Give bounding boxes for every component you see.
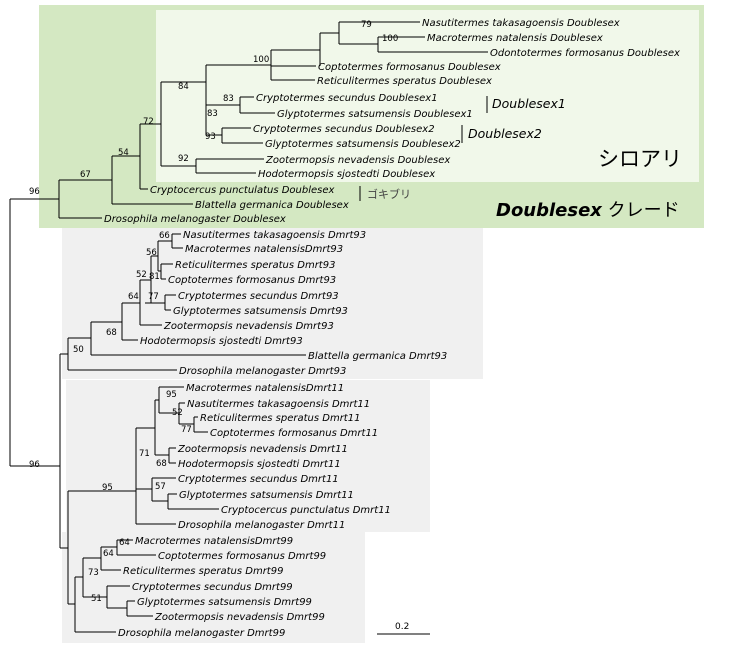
support-value: 83	[207, 109, 218, 119]
support-value: 57	[155, 482, 166, 492]
leaf-label: Coptotermes formosanus Dmrt11	[210, 428, 378, 439]
leaf-label: Nasutitermes takasagoensis Dmrt93	[183, 230, 366, 241]
leaf-label: Macrotermes natalensisDmrt99	[135, 536, 293, 547]
leaf-label: Macrotermes natalensis Doublesex	[427, 33, 603, 44]
doublesex-branches	[10, 21, 488, 219]
support-value: 66	[159, 231, 170, 241]
scale-bar: 0.2	[377, 622, 430, 635]
leaf-label: Odontotermes formosanus Doublesex	[490, 48, 680, 59]
support-value: 71	[139, 449, 150, 459]
annotations: Doublesex1 Doublesex2 ゴキブリ シロアリ Doublese…	[359, 96, 682, 221]
support-value: 96	[29, 187, 40, 197]
leaf-label: Macrotermes natalensisDmrt93	[185, 244, 343, 255]
termite-label: シロアリ	[598, 147, 682, 171]
leaf-label: Glyptotermes satsumensis Dmrt99	[137, 597, 312, 608]
support-value: 50	[73, 345, 84, 355]
termite-subpanel	[156, 10, 699, 182]
support-value: 68	[106, 328, 117, 338]
support-value: 93	[205, 132, 216, 142]
leaf-label: Nasutitermes takasagoensis Doublesex	[422, 18, 620, 29]
leaf-label: Glyptotermes satsumensis Dmrt11	[179, 490, 354, 501]
support-value: 67	[80, 170, 91, 180]
support-value: 68	[156, 459, 167, 469]
leaf-label: Hodotermopsis sjostedti Doublesex	[258, 169, 435, 180]
leaf-label: Cryptocercus punctulatus Dmrt11	[221, 505, 391, 516]
leaf-labels: Nasutitermes takasagoensis Doublesex Mac…	[104, 18, 680, 639]
leaf-label: Reticulitermes speratus Dmrt93	[175, 260, 335, 271]
leaf-label: Hodotermopsis sjostedti Dmrt93	[140, 336, 303, 347]
leaf-label: Reticulitermes speratus Doublesex	[317, 76, 492, 87]
leaf-label: Cryptotermes secundus Dmrt93	[178, 291, 339, 302]
support-value: 92	[178, 154, 189, 164]
leaf-label: Cryptotermes secundus Dmrt99	[132, 582, 293, 593]
support-value: 52	[136, 270, 147, 280]
backbone-branches	[9, 199, 69, 604]
dmrt99-branches	[68, 539, 156, 633]
support-value: 81	[149, 272, 160, 282]
support-value: 100	[382, 34, 398, 44]
scale-bar-label: 0.2	[395, 622, 409, 632]
doublesex1-label: Doublesex1	[492, 96, 566, 111]
dmrt11-panel	[66, 380, 430, 532]
support-value: 95	[166, 390, 177, 400]
leaf-label: Coptotermes formosanus Doublesex	[318, 62, 501, 73]
cockroach-label: ゴキブリ	[367, 187, 411, 201]
leaf-label: Coptotermes formosanus Dmrt99	[158, 551, 326, 562]
support-value: 96	[29, 460, 40, 470]
leaf-label: Nasutitermes takasagoensis Dmrt11	[187, 399, 370, 410]
leaf-label: Cryptotermes secundus Dmrt11	[178, 474, 339, 485]
support-value: 77	[148, 292, 159, 302]
leaf-label: Drosophila melanogaster Doublesex	[104, 214, 286, 225]
support-value: 79	[361, 20, 372, 30]
leaf-label: Coptotermes formosanus Dmrt93	[168, 275, 336, 286]
leaf-label: Cryptotermes secundus Doublesex2	[253, 124, 435, 135]
support-value: 95	[102, 483, 113, 493]
leaf-label: Drosophila melanogaster Dmrt93	[179, 366, 346, 377]
leaf-label: Zootermopsis nevadensis Dmrt99	[154, 612, 325, 623]
leaf-label: Zootermopsis nevadensis Dmrt11	[177, 444, 348, 455]
support-value: 54	[118, 148, 129, 158]
support-values: 79 100 100 84 83 83 72 93 92 54 67 96 66…	[29, 20, 398, 604]
dmrt93-branches	[67, 233, 306, 371]
dmrt11-branches	[68, 386, 219, 525]
leaf-label: Zootermopsis nevadensis Doublesex	[265, 155, 450, 166]
doublesex-clade-title: Doublesex クレード	[496, 200, 680, 221]
support-value: 64	[103, 549, 114, 559]
leaf-label: Zootermopsis nevadensis Dmrt93	[163, 321, 334, 332]
leaf-label: Reticulitermes speratus Dmrt99	[123, 566, 283, 577]
support-value: 73	[88, 568, 99, 578]
support-value: 72	[143, 117, 154, 127]
leaf-label: Cryptotermes secundus Doublesex1	[256, 93, 438, 104]
clade-title-suffix: クレード	[602, 200, 680, 221]
leaf-label: Glyptotermes satsumensis Doublesex2	[265, 139, 461, 150]
support-value: 51	[91, 594, 102, 604]
leaf-label: Macrotermes natalensisDmrt11	[186, 383, 344, 394]
support-value: 83	[223, 94, 234, 104]
leaf-label: Reticulitermes speratus Dmrt11	[200, 413, 360, 424]
support-value: 64	[128, 292, 139, 302]
dmrt99-panel	[62, 532, 365, 643]
support-value: 100	[253, 55, 269, 65]
leaf-label: Drosophila melanogaster Dmrt99	[118, 628, 285, 639]
leaf-label: Blattella germanica Doublesex	[195, 200, 349, 211]
leaf-label: Hodotermopsis sjostedti Dmrt11	[178, 459, 341, 470]
doublesex2-label: Doublesex2	[468, 126, 542, 141]
support-value: 77	[181, 425, 192, 435]
support-value: 84	[178, 82, 189, 92]
support-value: 52	[172, 408, 183, 418]
leaf-label: Drosophila melanogaster Dmrt11	[178, 520, 345, 531]
support-value: 56	[146, 248, 157, 258]
clade-title-bold: Doublesex	[496, 200, 603, 221]
leaf-label: Cryptocercus punctulatus Doublesex	[150, 185, 335, 196]
leaf-label: Blattella germanica Dmrt93	[308, 351, 447, 362]
leaf-label: Glyptotermes satsumensis Doublesex1	[277, 109, 473, 120]
leaf-label: Glyptotermes satsumensis Dmrt93	[173, 306, 348, 317]
support-value: 64	[119, 538, 130, 548]
